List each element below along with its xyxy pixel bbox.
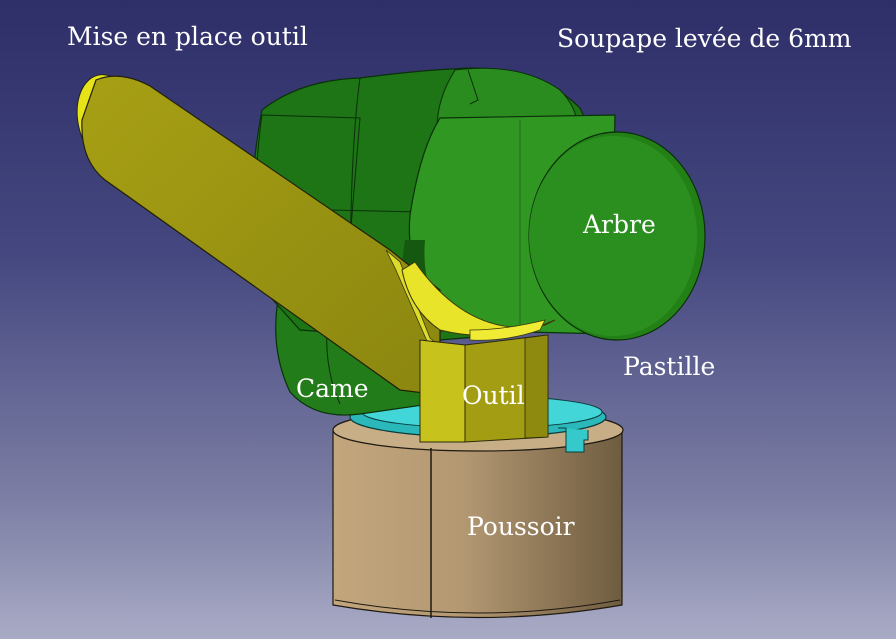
label-poussoir: Poussoir (467, 512, 575, 541)
label-arbre: Arbre (583, 210, 656, 239)
title-mise-en-place-outil: Mise en place outil (67, 22, 308, 51)
title-soupape-levee: Soupape levée de 6mm (557, 24, 852, 53)
label-pastille: Pastille (623, 352, 716, 381)
label-came: Came (296, 374, 369, 403)
label-outil: Outil (462, 381, 525, 410)
outil-tool (76, 74, 556, 443)
